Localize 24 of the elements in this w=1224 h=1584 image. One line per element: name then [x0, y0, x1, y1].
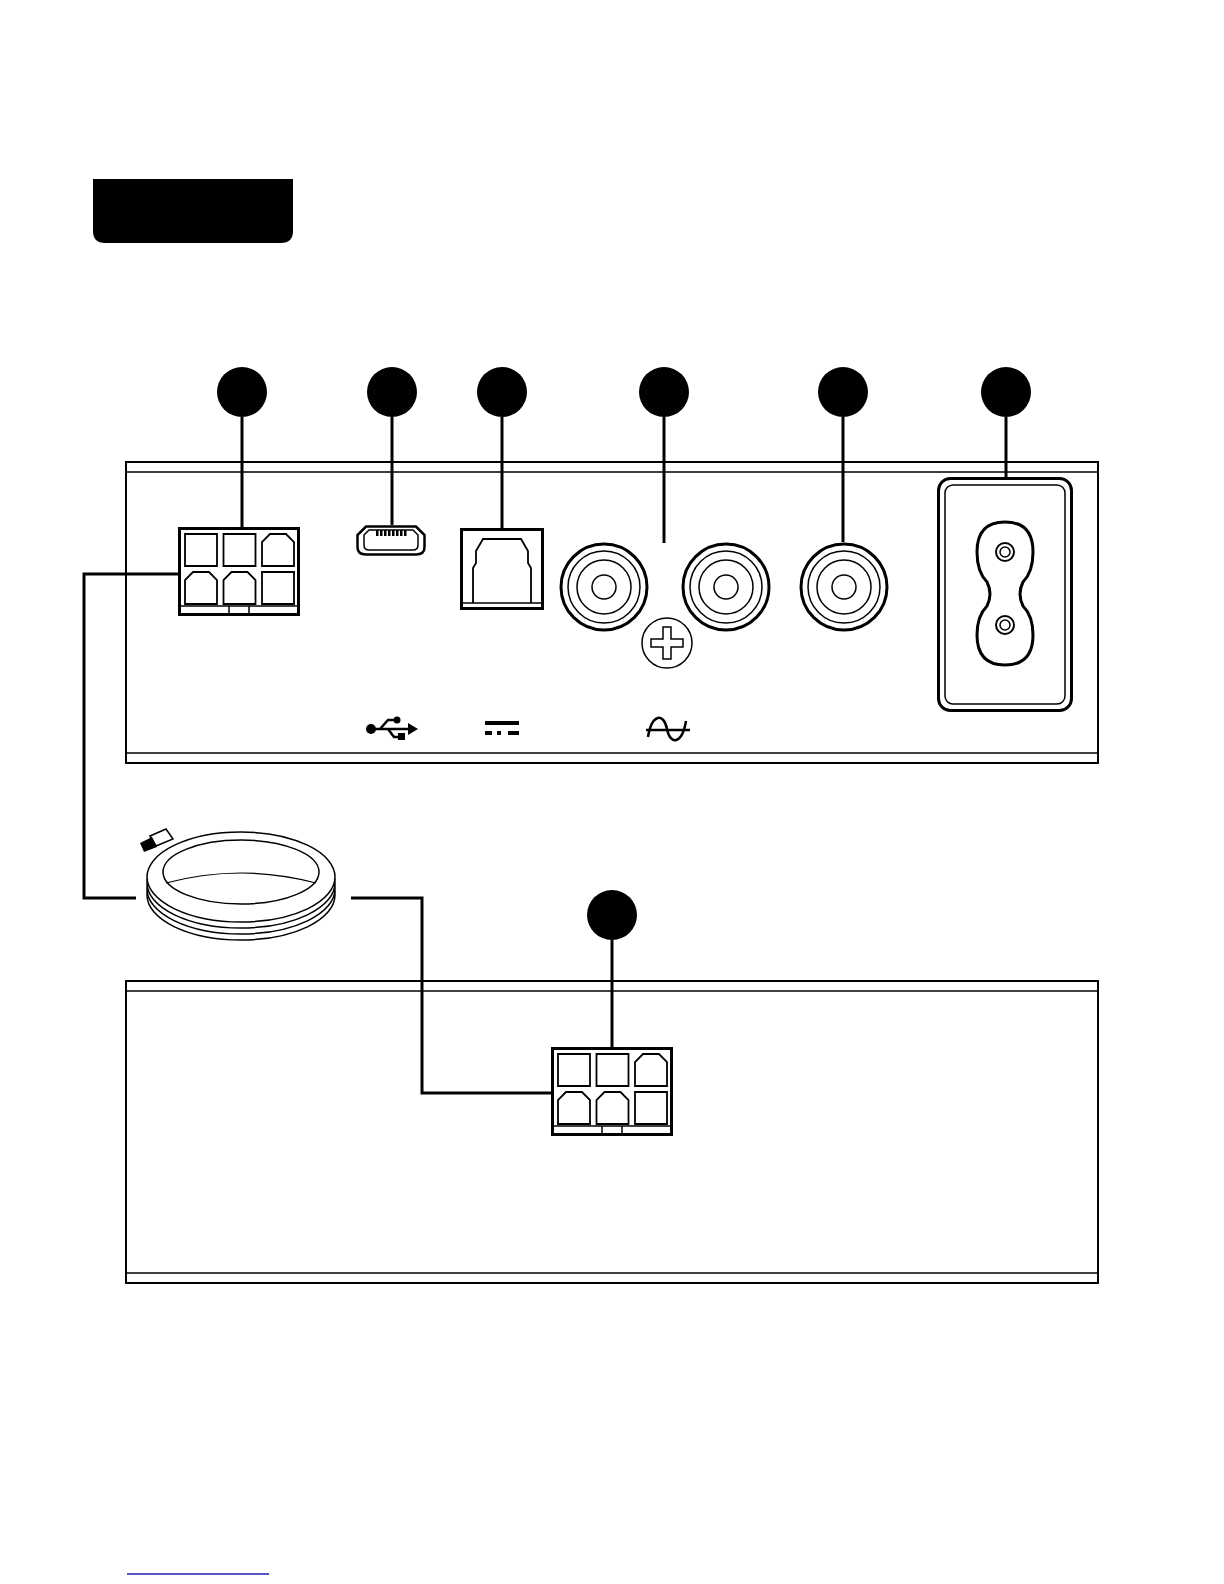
cable-line: [351, 896, 551, 1095]
callout-circle: [587, 890, 637, 940]
callout-circle: [217, 367, 267, 417]
six-pin-connector: [551, 1047, 673, 1136]
leader-line: [240, 417, 244, 527]
leader-line: [841, 417, 845, 542]
rca-jack-pair: [559, 543, 771, 669]
power-inlet: [937, 477, 1073, 712]
callout-circle: [818, 367, 868, 417]
leader-line: [1004, 417, 1008, 477]
leader-line: [610, 940, 614, 1047]
callout-circle: [639, 367, 689, 417]
optical-port: [460, 528, 544, 610]
callout-circle: [477, 367, 527, 417]
title-tab: [93, 179, 293, 243]
six-pin-connector: [178, 527, 300, 616]
leader-line: [500, 417, 504, 528]
micro-usb-port: [356, 525, 426, 556]
leader-line: [662, 417, 666, 543]
callout-circle: [981, 367, 1031, 417]
rca-jack: [799, 542, 889, 632]
callout-circle: [367, 367, 417, 417]
cable-line: [82, 572, 178, 900]
leader-line: [390, 417, 394, 525]
